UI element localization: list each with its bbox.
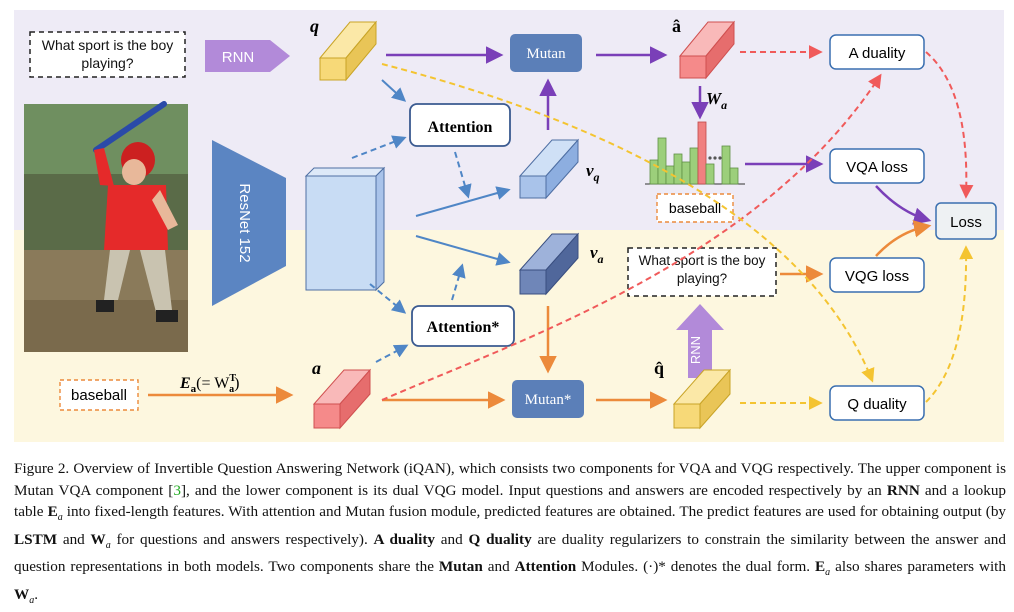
caption-bold-wa-2: Wa — [14, 586, 35, 607]
figure-caption: Figure 2. Overview of Invertible Questio… — [14, 458, 1006, 612]
a-hat-label: â — [672, 16, 681, 36]
resnet-label: ResNet 152 — [236, 183, 253, 262]
vqg-loss-box — [829, 257, 925, 293]
arrow-a-to-attention-dual — [375, 344, 409, 363]
loss-label: Loss — [950, 214, 982, 231]
a-feature-cube — [312, 368, 372, 430]
va-label: va — [590, 243, 604, 266]
generated-question-text: What sport is the boy playing? — [638, 253, 766, 286]
caption-bold-rnn: RNN — [886, 481, 920, 499]
wa-label: Wa — [706, 89, 727, 112]
answer-histogram — [645, 121, 745, 185]
vqa-loss-label: VQA loss — [846, 159, 908, 176]
caption-text-4: into fixed-length features. With attenti… — [62, 503, 1007, 521]
answer-input-label: baseball — [71, 387, 127, 404]
q-feature-cube — [318, 20, 378, 82]
caption-citation-link[interactable]: 3 — [173, 481, 181, 499]
caption-bold-ea-2: Ea — [815, 558, 831, 579]
attention-dual-label: Attention* — [427, 319, 500, 336]
attention-module — [409, 103, 511, 147]
mutan-module — [510, 34, 582, 72]
diagram-svg: What sport is the boy playing? RNN q Mut… — [14, 10, 1004, 442]
input-question-box — [29, 31, 186, 78]
figure-diagram: What sport is the boy playing? RNN q Mut… — [14, 10, 1004, 442]
caption-text-10: Modules. (·)* denotes the dual form. — [576, 558, 816, 576]
mutan-label: Mutan — [526, 46, 566, 62]
loss-box — [935, 202, 997, 240]
caption-bold-lstm: LSTM — [14, 530, 58, 548]
caption-text-11: also shares parameters with — [830, 558, 1006, 576]
resnet-block — [212, 140, 286, 306]
caption-bold-mutan: Mutan — [438, 558, 483, 576]
va-feature-cube — [518, 232, 580, 296]
caption-bold-q-duality: Q duality — [468, 530, 532, 548]
boy-photo — [24, 101, 188, 352]
arrow-a-duality-to-loss — [925, 51, 974, 199]
mutan-dual-label: Mutan* — [525, 392, 572, 408]
caption-bold-ea: Ea — [47, 503, 63, 524]
vq-feature-cube — [518, 138, 580, 200]
caption-text-5: and — [57, 530, 91, 548]
caption-text-1: Figure 2. Overview of Invertible Questio… — [14, 460, 1006, 499]
arrow-q-duality-to-loss — [925, 245, 974, 403]
a-hat-feature-cube — [678, 20, 736, 80]
answer-output-label: baseball — [669, 200, 721, 216]
caption-text-8: are duality regularizers to constrain th… — [14, 530, 1006, 576]
arrow-vqg-loss-to-loss — [875, 220, 932, 257]
arrow-feature-to-vq — [415, 186, 511, 217]
rnn-encoder-block — [205, 40, 290, 72]
arrow-q-to-attention — [381, 79, 407, 102]
arrow-attention-dual-weights — [451, 263, 466, 301]
generated-question-text-wrap: What sport is the boy playing? — [638, 253, 766, 286]
caption-text-3: and a lookup table — [14, 481, 1007, 521]
a-label: a — [312, 358, 321, 378]
q-label: q — [310, 16, 319, 36]
q-duality-label: Q duality — [847, 396, 907, 413]
attention-label: Attention — [428, 119, 493, 136]
vqg-loss-label: VQG loss — [845, 268, 909, 285]
attention-dual-module — [411, 305, 515, 347]
caption-text-6: for questions and answers respectively). — [110, 530, 374, 548]
arrow-attention-weights — [454, 151, 472, 199]
answer-input-box — [59, 379, 139, 411]
generated-question-box — [627, 247, 777, 297]
input-question-text-wrap: What sport is the boy playing? — [41, 37, 174, 71]
q-hat-label: q̂ — [654, 358, 664, 378]
arrow-q-to-q-duality — [381, 63, 875, 383]
q-duality-box — [829, 385, 925, 421]
vqa-loss-box — [829, 148, 925, 184]
q-hat-feature-cube — [672, 368, 732, 430]
rnn-decoder-block — [676, 304, 724, 378]
rnn-encoder-label: RNN — [222, 49, 255, 66]
caption-bold-a-duality: A duality — [373, 530, 436, 548]
arrow-vqa-loss-to-loss — [875, 185, 932, 225]
a-duality-label: A duality — [849, 45, 906, 62]
caption-text-12: . — [34, 586, 38, 604]
caption-text-7: and — [435, 530, 469, 548]
caption-text-2: ], and the lower component is its dual V… — [180, 481, 887, 499]
caption-bold-attention: Attention — [514, 558, 577, 576]
a-duality-box — [829, 34, 925, 70]
rnn-decoder-label: RNN — [688, 336, 703, 364]
caption-bold-wa: Wa — [90, 530, 111, 551]
image-feature-map — [304, 166, 386, 292]
answer-output-box — [656, 193, 734, 223]
caption-text-9: and — [482, 558, 515, 576]
arrow-a-to-a-duality — [381, 73, 882, 401]
input-question-text: What sport is the boy playing? — [41, 37, 174, 71]
vq-label: vq — [586, 161, 600, 184]
arrow-feature-to-attention-dual — [369, 283, 407, 314]
mutan-dual-module — [512, 380, 584, 418]
arrow-feature-to-va — [415, 235, 511, 266]
